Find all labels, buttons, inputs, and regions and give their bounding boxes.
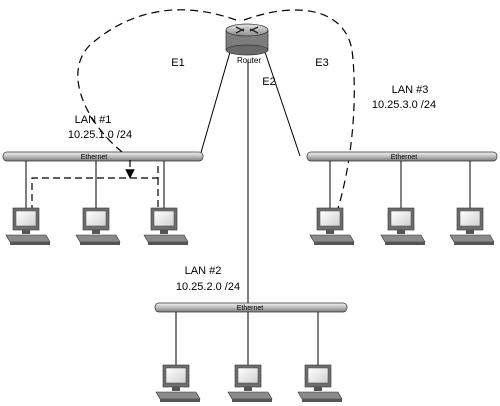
- edge-label-e1: E1: [171, 57, 184, 69]
- lan3-ethernet-bus: Ethernet: [306, 151, 498, 162]
- lan2-bus-label: Ethernet: [237, 305, 264, 312]
- lan1-computer-icon-2[interactable]: [75, 207, 121, 246]
- lan3-name: LAN #3: [392, 84, 429, 96]
- lan3-computer-icon-1[interactable]: [309, 207, 355, 246]
- lan3-computer-icon-3[interactable]: [449, 207, 495, 246]
- edge-label-e2: E2: [262, 76, 275, 88]
- lan2-computer-icon-3[interactable]: [297, 364, 343, 403]
- lan1-ethernet-bus: Ethernet: [2, 151, 204, 162]
- lan3-subnet: 10.25.3.0 /24: [372, 99, 436, 111]
- lan1-name: LAN #1: [75, 114, 112, 126]
- router-icon[interactable]: [225, 23, 269, 56]
- lan1-flow-dashed-path: [31, 160, 159, 222]
- lan2-computer-icon-2[interactable]: [227, 364, 273, 403]
- lan2-ethernet-bus: Ethernet: [154, 302, 348, 313]
- lan2-name: LAN #2: [185, 265, 222, 277]
- link-router-lan1: [199, 51, 231, 157]
- lan1-computer-icon-3[interactable]: [143, 207, 189, 246]
- lan1-bus-label: Ethernet: [81, 154, 108, 161]
- lan2-computer-icon-1[interactable]: [155, 364, 201, 403]
- link-router-lan3: [264, 51, 301, 157]
- lan1-computer-icon-1[interactable]: [5, 207, 51, 246]
- lan1-subnet: 10.25.1.0 /24: [68, 129, 132, 141]
- lan2-subnet: 10.25.2.0 /24: [176, 281, 240, 293]
- lan3-computer-icon-2[interactable]: [380, 207, 426, 246]
- lan3-bus-label: Ethernet: [391, 154, 418, 161]
- router-label: Router: [237, 56, 261, 65]
- edge-label-e3: E3: [315, 57, 328, 69]
